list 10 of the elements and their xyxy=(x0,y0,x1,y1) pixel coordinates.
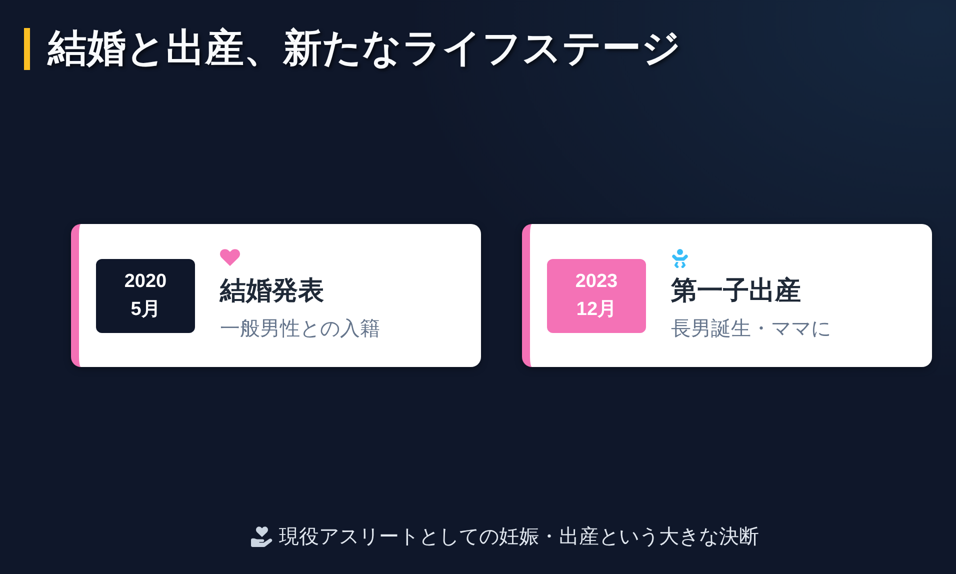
event-card xyxy=(71,224,481,367)
event-subtitle: 長男誕生・ママに xyxy=(671,317,831,341)
date-badge: 2020 5月 xyxy=(96,259,195,333)
date-badge: 2023 12月 xyxy=(547,259,646,333)
caption: 現役アスリートとしての妊娠・出産という大きな決断 xyxy=(279,525,759,549)
page-title: 結婚と出産、新たなライフステージ xyxy=(48,26,681,72)
event-title: 第一子出産 xyxy=(671,275,801,306)
event-subtitle: 一般男性との入籍 xyxy=(220,317,380,341)
event-card xyxy=(522,224,932,367)
event-title: 結婚発表 xyxy=(220,275,324,306)
